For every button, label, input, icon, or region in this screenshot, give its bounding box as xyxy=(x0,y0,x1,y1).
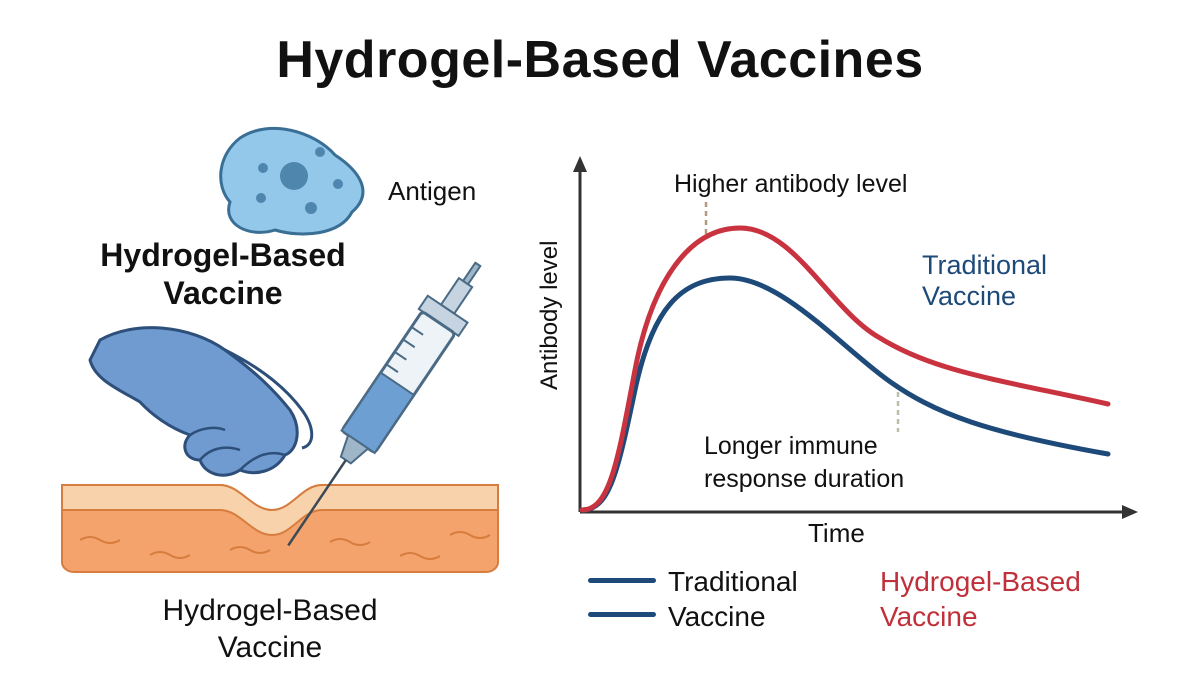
duration-annotation: Longer immune response duration xyxy=(704,430,904,496)
illustration-heading: Hydrogel-Based Vaccine xyxy=(68,236,378,312)
illustration-caption-line1: Hydrogel-Based xyxy=(162,594,378,627)
gloved-hand-icon xyxy=(88,326,314,477)
illustration-heading-line1: Hydrogel-Based xyxy=(100,237,346,273)
traditional-curve-label-line2: Vaccine xyxy=(922,281,1017,311)
illustration-caption: Hydrogel-Based Vaccine xyxy=(100,592,440,666)
duration-annotation-line1: Longer immune xyxy=(704,432,878,460)
page-title: Hydrogel-Based Vaccines xyxy=(276,31,924,89)
vaccine-illustration xyxy=(61,126,499,573)
legend-hydrogel-line1: Hydrogel-Based xyxy=(880,566,1081,597)
traditional-curve xyxy=(579,275,1111,513)
hydrogel-curve xyxy=(579,225,1111,513)
x-axis-arrow xyxy=(1122,505,1138,519)
antibody-graph xyxy=(573,156,1138,519)
traditional-curve-label-line1: Traditional xyxy=(922,250,1048,280)
legend-hydrogel-line2: Vaccine xyxy=(880,601,978,632)
legend-swatch-traditional xyxy=(588,578,656,583)
antigen-label: Antigen xyxy=(388,176,477,206)
duration-annotation-line2: response duration xyxy=(704,465,905,493)
legend-traditional-line2: Vaccine xyxy=(668,601,766,632)
illustration-heading-line2: Vaccine xyxy=(163,275,283,311)
y-axis-arrow xyxy=(573,156,587,172)
skin-layers-icon xyxy=(61,484,499,573)
y-axis-label: Antibody level xyxy=(536,240,563,390)
syringe-icon xyxy=(287,261,482,547)
x-axis-label: Time xyxy=(808,518,865,548)
legend-traditional-line1: Traditional xyxy=(668,566,798,597)
illustration-caption-line2: Vaccine xyxy=(217,631,323,664)
peak-annotation: Higher antibody level xyxy=(674,170,908,198)
legend-traditional: Traditional Vaccine xyxy=(668,564,798,634)
legend-swatch-vaccine xyxy=(588,612,656,617)
traditional-curve-label: Traditional Vaccine xyxy=(922,250,1047,312)
legend-hydrogel: Hydrogel-Based Vaccine xyxy=(880,564,1081,634)
antigen-icon xyxy=(219,126,365,236)
